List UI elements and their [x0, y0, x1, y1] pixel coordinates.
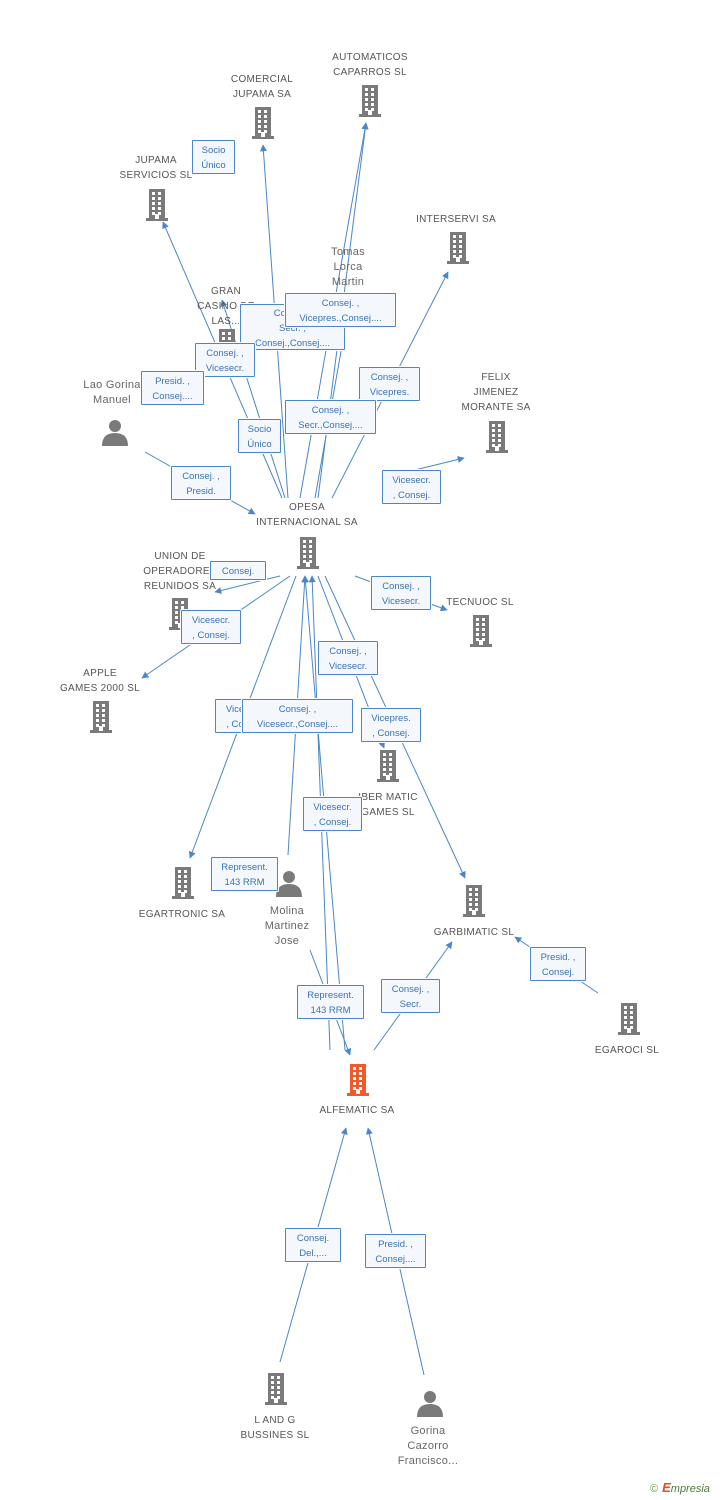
building-icon	[172, 867, 194, 904]
node-label: ALFEMATIC SA	[319, 1105, 395, 1116]
brand-name: mpresia	[670, 1483, 710, 1495]
relationship-edge	[214, 575, 281, 594]
person-icon	[101, 418, 129, 451]
relation-label[interactable]: Represent. 143 RRM	[297, 985, 364, 1019]
node-label: Tomas Lorca Martin	[331, 246, 365, 288]
empresia-credit[interactable]: ©Empresia	[650, 1480, 710, 1495]
relation-label[interactable]: Consej. , Vicesecr.	[371, 576, 431, 610]
node-label: AUTOMATICOS CAPARROS SL	[332, 52, 408, 78]
relation-label[interactable]: Socio Único	[238, 419, 281, 453]
node-label: Molina Martinez Jose	[264, 905, 310, 947]
node-label: APPLE GAMES 2000 SL	[59, 668, 141, 694]
building-icon	[447, 232, 469, 269]
relation-label[interactable]: Consej. , Vicesecr.,Consej....	[242, 699, 353, 733]
relation-label[interactable]: Vicesecr. , Consej.	[382, 470, 441, 504]
relation-label[interactable]: Socio Único	[192, 140, 235, 174]
node-label: JUPAMA SERVICIOS SL	[119, 155, 193, 181]
node-label: Lao Gorina Manuel	[83, 379, 141, 406]
relation-label[interactable]: Vicepres. , Consej.	[361, 708, 421, 742]
node-label: EGAROCI SL	[594, 1045, 660, 1056]
relation-label[interactable]: Vicesecr. , Consej.	[303, 797, 362, 831]
node-label: UNION DE OPERADORES REUNIDOS SA	[143, 551, 217, 592]
relation-label[interactable]: Presid. , Consej....	[141, 371, 204, 405]
building-icon	[297, 537, 319, 574]
relation-label[interactable]: Vicesecr. , Consej.	[181, 610, 241, 644]
relation-label[interactable]: Consej. Del.,...	[285, 1228, 341, 1262]
person-icon	[416, 1389, 444, 1422]
building-icon	[146, 189, 168, 226]
person-icon	[275, 869, 303, 902]
relation-label[interactable]: Presid. , Consej.	[530, 947, 586, 981]
relation-label[interactable]: Consej.	[210, 561, 266, 580]
relation-label[interactable]: Consej. , Presid.	[171, 466, 231, 500]
relation-label[interactable]: Presid. , Consej....	[365, 1234, 426, 1268]
building-icon	[90, 701, 112, 738]
node-label: Gorina Cazorro Francisco...	[397, 1425, 459, 1467]
building-icon	[486, 421, 508, 458]
node-label: TECNUOC SL	[446, 597, 514, 608]
building-icon	[377, 750, 399, 787]
building-icon	[359, 85, 381, 122]
node-label: EGARTRONIC SA	[138, 909, 226, 920]
building-icon	[470, 615, 492, 652]
building-icon	[618, 1003, 640, 1040]
building-icon	[463, 885, 485, 922]
building-icon	[265, 1373, 287, 1410]
node-label: L AND G BUSSINES SL	[240, 1415, 310, 1441]
relation-label[interactable]: Consej. , Vicepres.,Consej....	[285, 293, 396, 327]
building-icon	[347, 1064, 369, 1101]
node-label: OPESA INTERNACIONAL SA	[256, 502, 358, 528]
relation-label[interactable]: Consej. , Vicesecr.	[318, 641, 378, 675]
relation-label[interactable]: Consej. , Vicepres.	[359, 367, 420, 401]
brand-initial: E	[662, 1480, 671, 1495]
node-label: INTERSERVI SA	[416, 214, 496, 225]
node-label: COMERCIAL JUPAMA SA	[230, 74, 294, 100]
relation-label[interactable]: Consej. , Secr.	[381, 979, 440, 1013]
node-label: FELIX JIMENEZ MORANTE SA	[461, 372, 531, 413]
relation-label[interactable]: Represent. 143 RRM	[211, 857, 278, 891]
node-label: IBER MATIC GAMES SL	[358, 792, 418, 818]
copyright-symbol: ©	[650, 1483, 659, 1495]
relation-label[interactable]: Consej. , Secr.,Consej....	[285, 400, 376, 434]
relation-label[interactable]: Consej. , Vicesecr.	[195, 343, 255, 377]
node-label: GARBIMATIC SL	[433, 927, 515, 938]
building-icon	[252, 107, 274, 144]
